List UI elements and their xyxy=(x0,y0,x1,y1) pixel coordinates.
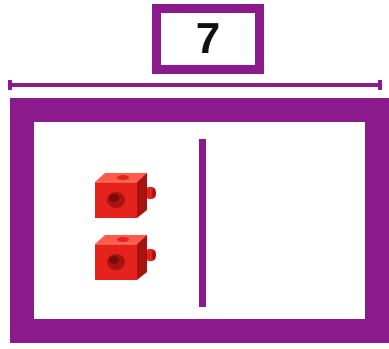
linking-cube-icon xyxy=(93,232,157,282)
total-box: 7 xyxy=(152,4,264,74)
total-number: 7 xyxy=(196,17,220,61)
measure-line xyxy=(0,80,389,90)
linking-cube-icon xyxy=(93,170,157,220)
part-divider xyxy=(199,139,206,307)
